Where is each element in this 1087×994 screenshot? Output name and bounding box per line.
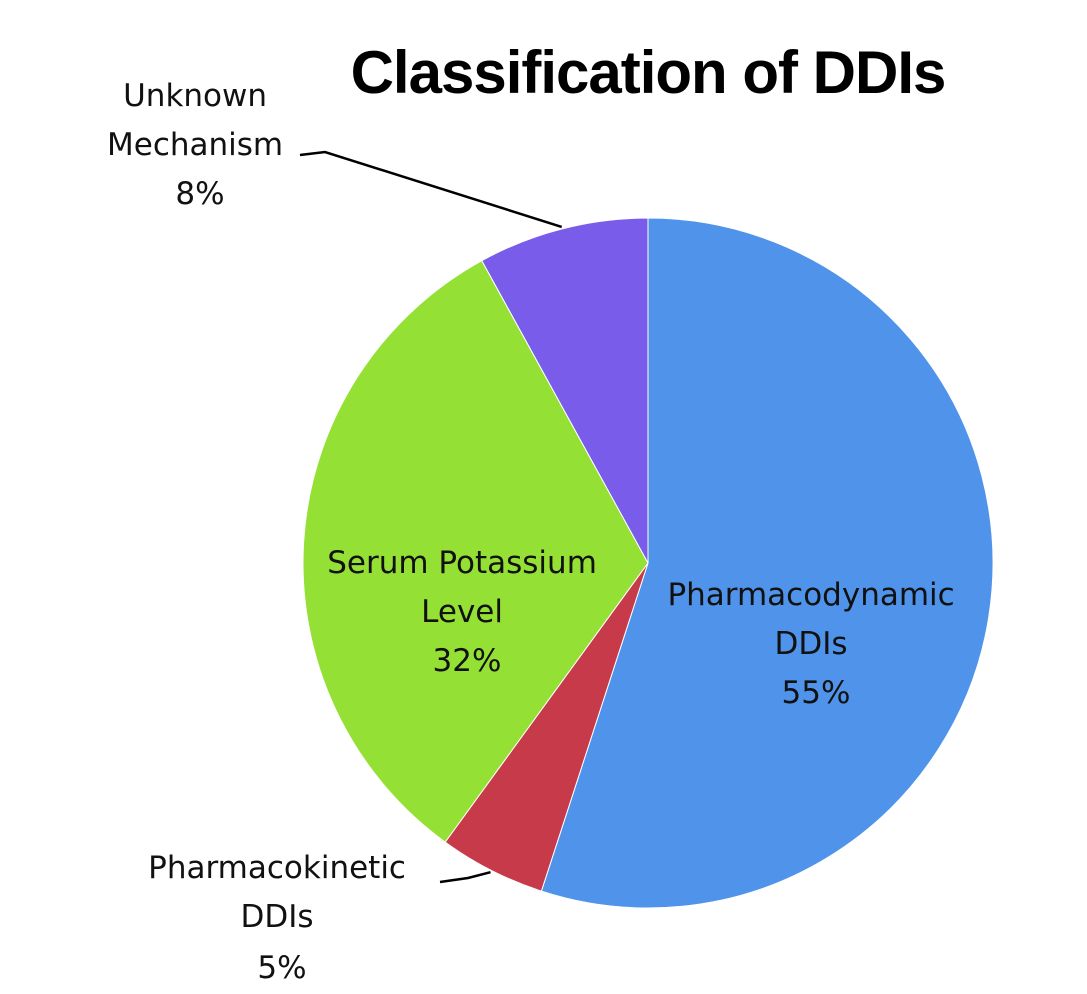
leader-lines — [299, 150, 563, 884]
slice-label-serum-potassium: Serum Potassium Level 32% — [327, 545, 607, 679]
slice-label-unknown-mechanism: Unknown Mechanism 8% — [107, 78, 293, 212]
slice-label-pharmacokinetic: Pharmacokinetic DDIs 5% — [148, 850, 416, 986]
leader-line-um — [299, 150, 563, 229]
pie-slice-pd — [540, 217, 994, 909]
leader-line-pk — [439, 870, 491, 884]
slice-label-pharmacodynamic: Pharmacodynamic DDIs 55% — [667, 577, 964, 711]
chart-title: Classification of DDIs — [351, 39, 946, 106]
pie-slice-um — [481, 217, 649, 564]
pie-slice-spl — [302, 259, 649, 843]
pie-slices — [302, 217, 994, 909]
